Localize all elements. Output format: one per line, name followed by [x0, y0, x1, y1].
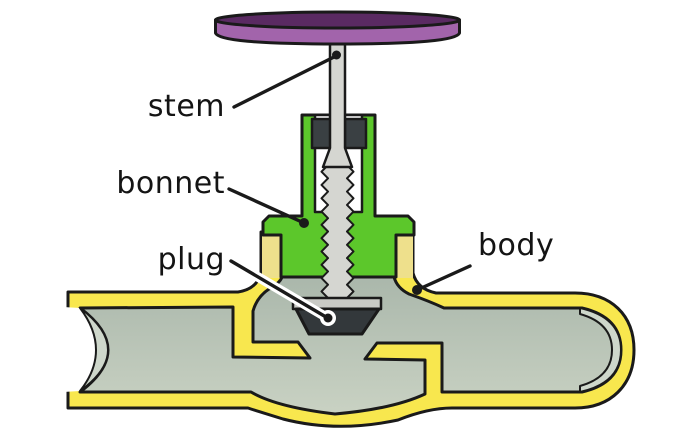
- leader-lines: [226, 50, 472, 326]
- bonnet-leader-dot: [299, 218, 309, 228]
- body-leader-line: [415, 264, 472, 292]
- label-plug: plug: [157, 242, 225, 277]
- body-neck-strip-left: [262, 234, 281, 278]
- packing-block-right: [343, 117, 368, 150]
- handwheel-top: [214, 10, 461, 30]
- left-pipe-opening: [63, 307, 96, 392]
- plug-leader-line: [229, 259, 328, 319]
- label-bonnet: bonnet: [116, 166, 225, 201]
- stem-leader-dot: [332, 50, 341, 60]
- body-neck-strip-right: [395, 234, 413, 278]
- bonnet-leader-line: [227, 187, 306, 225]
- left-pipe-inner-band: [79, 307, 109, 392]
- label-body: body: [478, 228, 555, 263]
- right-pipe-inner-band: [579, 307, 622, 393]
- body-leader-dot: [412, 285, 422, 295]
- label-stem: stem: [147, 89, 225, 124]
- stem-leader-line: [232, 54, 338, 109]
- plug-leader-dot: [323, 313, 333, 323]
